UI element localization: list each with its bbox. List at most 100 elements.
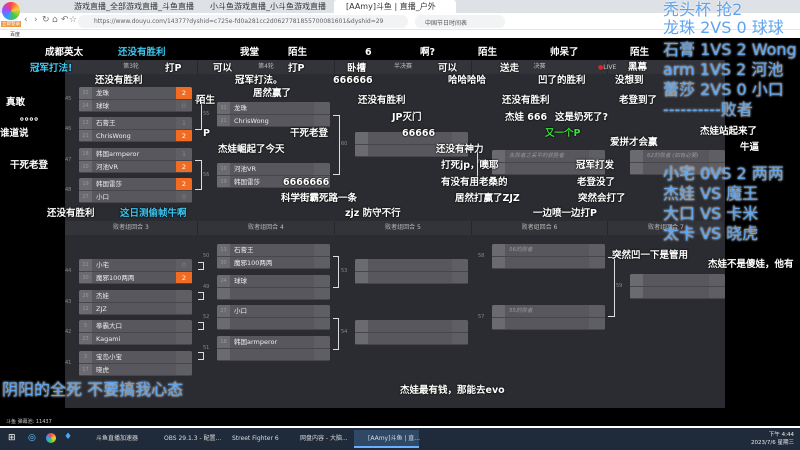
player-score — [452, 332, 468, 344]
player-row[interactable] — [492, 317, 605, 330]
login-badge[interactable]: 立即登录 — [1, 21, 21, 27]
taskbar-item[interactable]: 斗鱼直播加速器 — [96, 435, 139, 442]
player-row[interactable] — [492, 256, 605, 269]
browser-tab-active[interactable]: [AAmy]斗鱼 | 直播_户外 — [334, 0, 456, 13]
player-row[interactable] — [355, 132, 468, 145]
player-row[interactable]: 56的败者 — [492, 244, 605, 257]
match-box[interactable]: 55的败者 — [492, 305, 605, 330]
player-row[interactable] — [217, 287, 330, 300]
player-row[interactable] — [630, 162, 725, 175]
danmaku-comment: 凹了的胜利 — [538, 75, 586, 86]
browser-app-icon[interactable] — [46, 433, 56, 443]
player-score — [589, 150, 605, 162]
windows-start-icon[interactable]: ⊞ — [8, 433, 16, 443]
search-icon[interactable]: ◎ — [28, 433, 36, 443]
browser-tab[interactable]: 游戏直播_全部游戏直播_斗鱼直播 — [62, 0, 194, 13]
match-box[interactable] — [355, 132, 468, 157]
player-row[interactable] — [355, 271, 468, 284]
player-row[interactable] — [630, 274, 725, 287]
undo-icon[interactable]: ↶ — [61, 15, 69, 25]
overlay-line: 石膏 1VS 2 Wong — [663, 40, 797, 59]
player-row[interactable] — [355, 259, 468, 272]
player-row[interactable] — [355, 320, 468, 333]
danmaku-comment: 科学街霸死路一条 — [281, 193, 358, 204]
match-box[interactable]: 失败者之采平的获胜者 — [492, 150, 605, 175]
back-icon[interactable]: ‹ — [24, 15, 28, 25]
player-score — [709, 162, 725, 174]
danmaku-comment: 陌生 — [478, 47, 498, 58]
url-input[interactable]: https://www.douyu.com/14377?dyshid=c725e… — [78, 15, 408, 28]
player-row[interactable]: 失败者之采平的获胜者 — [492, 150, 605, 163]
match-box[interactable]: 62的败者 (如有必要) — [630, 150, 725, 175]
player-row[interactable] — [630, 286, 725, 299]
taskbar-item[interactable]: OBS 29.1.3 - 配置... — [164, 435, 222, 442]
player-row[interactable] — [492, 162, 605, 175]
player-name: 河池VR — [234, 165, 256, 173]
taskbar-item[interactable]: 网盘内容 - 大脑... — [300, 435, 348, 442]
player-row[interactable]: 55的败者 — [492, 305, 605, 318]
match-id: 52 — [203, 314, 210, 320]
home-icon[interactable]: ⌂ — [52, 15, 58, 25]
player-row[interactable] — [217, 348, 330, 361]
bookmark-item[interactable]: 百度 — [10, 32, 21, 38]
taskbar-item[interactable]: Street Fighter 6 — [232, 435, 279, 442]
player-row[interactable] — [355, 332, 468, 345]
match-box[interactable]: 56的败者 — [492, 244, 605, 269]
match-box[interactable] — [630, 274, 725, 299]
player-score — [314, 336, 330, 348]
player-seed — [630, 286, 643, 298]
player-row[interactable] — [217, 317, 330, 330]
match-box[interactable] — [355, 259, 468, 284]
reload-icon[interactable]: ↻ — [42, 15, 50, 25]
star-icon[interactable]: ☆ — [69, 15, 78, 25]
forward-icon[interactable]: › — [34, 15, 38, 25]
player-row[interactable] — [355, 144, 468, 157]
taskbar-item-active[interactable]: [AAmy]斗鱼 | 直... — [354, 430, 420, 448]
browser-tab[interactable]: 小斗鱼游戏直播_小斗鱼游戏直播 — [198, 0, 330, 13]
match-box[interactable] — [355, 320, 468, 345]
search-input[interactable]: 中国节日时间表 — [415, 15, 505, 28]
player-row[interactable]: 62的败者 (如有必要) — [630, 150, 725, 163]
pinned-app-icon[interactable]: ♦ — [64, 432, 73, 442]
